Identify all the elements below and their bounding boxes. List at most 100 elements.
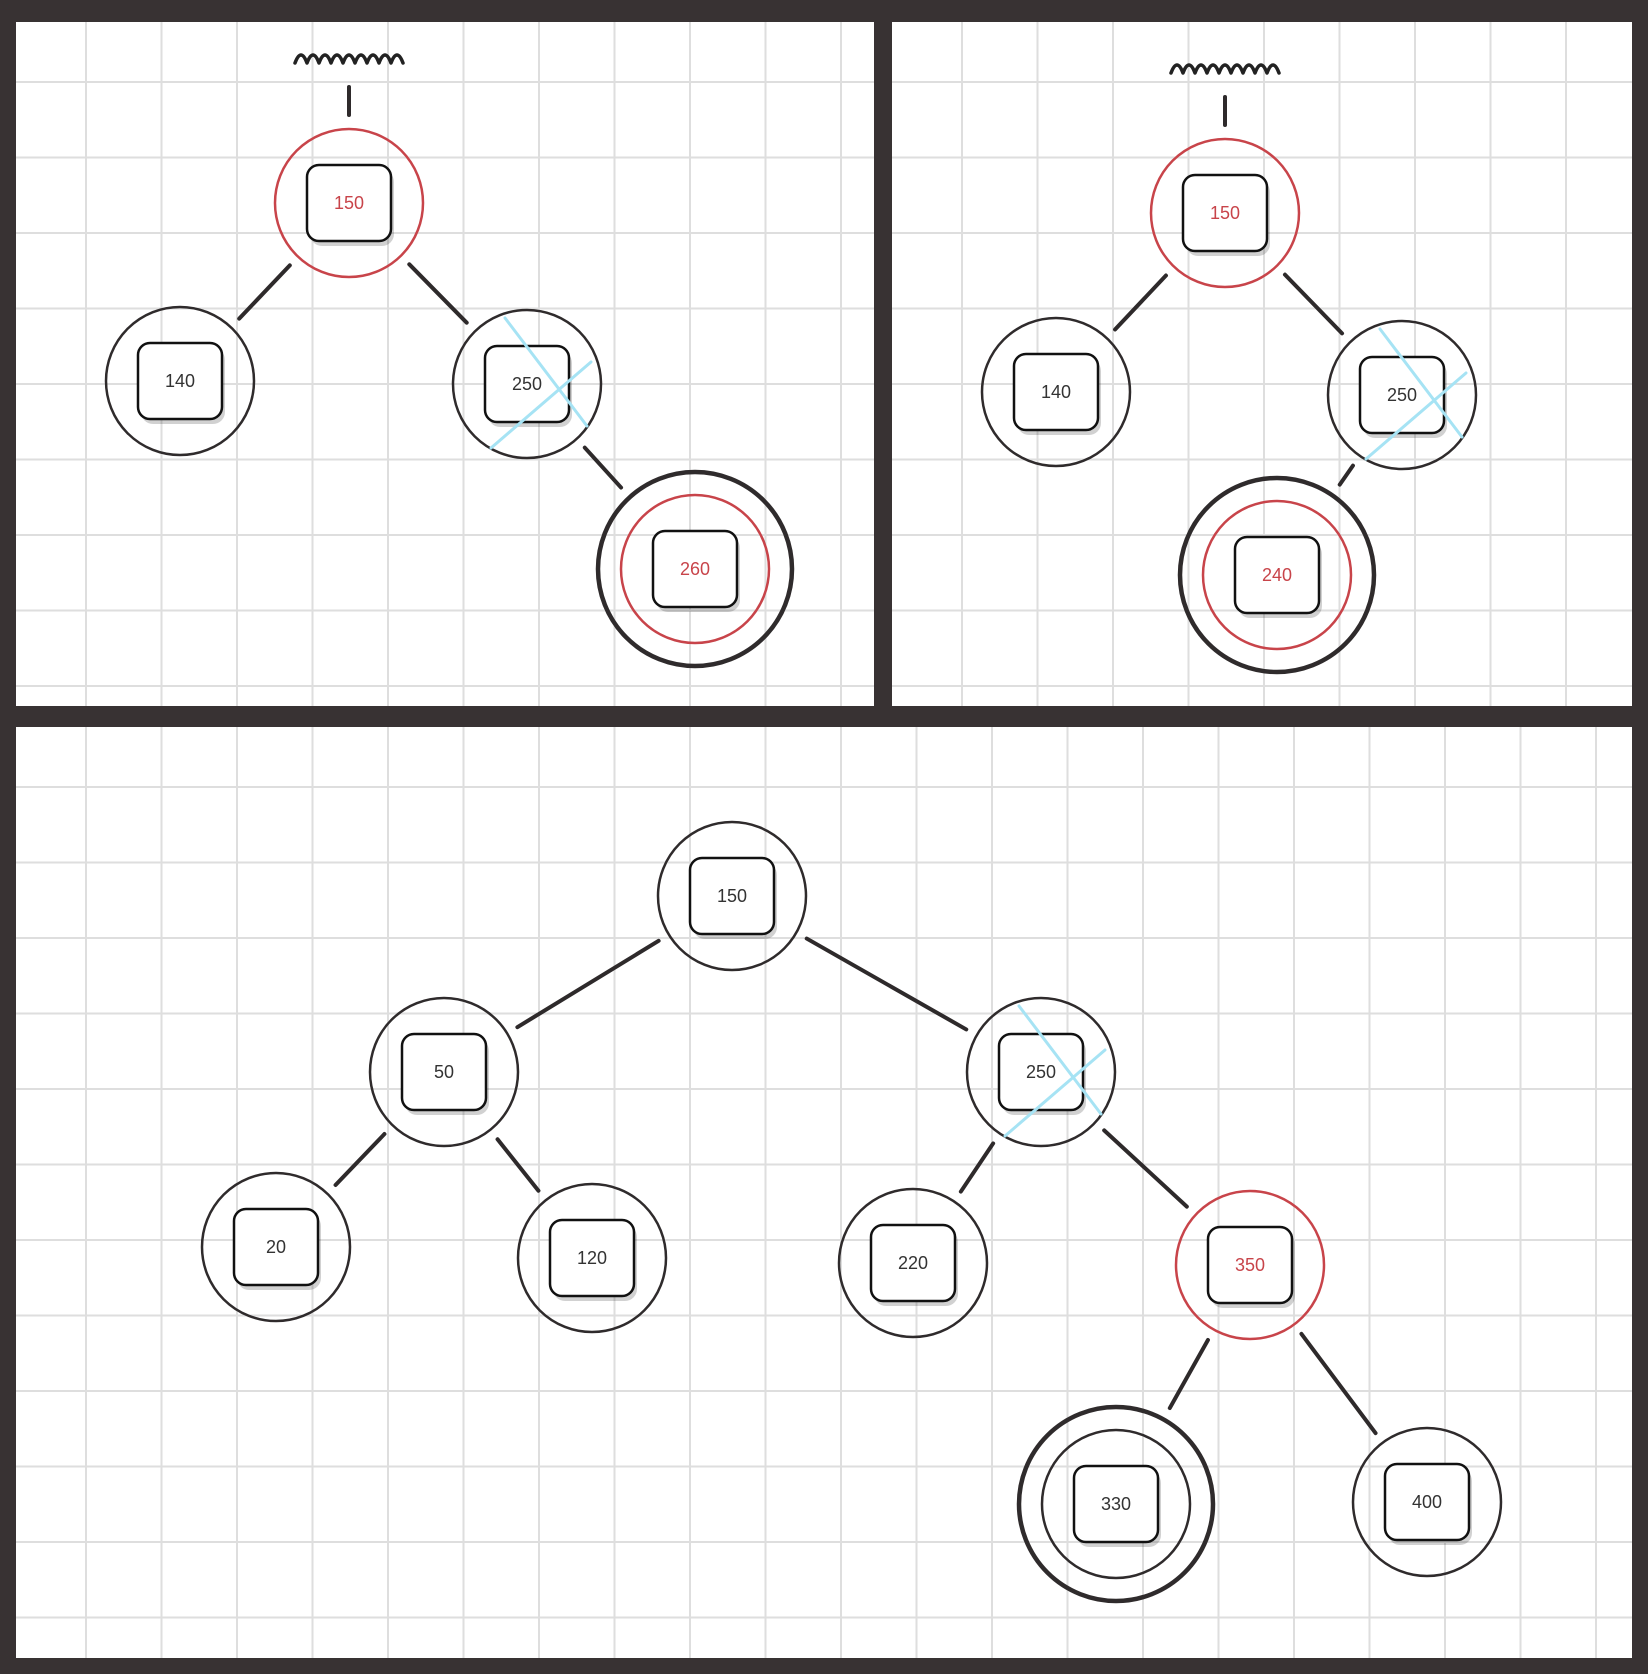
node-box bbox=[1012, 352, 1100, 432]
node-ring bbox=[1351, 1426, 1503, 1578]
panel-top-right-tree: 150 140 250 240 bbox=[892, 22, 1632, 706]
node-box bbox=[651, 529, 739, 609]
tree-edge bbox=[582, 445, 624, 490]
node-ring bbox=[1174, 1189, 1326, 1341]
tree-edge bbox=[1299, 1331, 1378, 1436]
strike-cross-mark bbox=[489, 316, 593, 450]
tree-node-250: 250 bbox=[451, 308, 603, 460]
node-value: 400 bbox=[1412, 1492, 1442, 1512]
node-value: 240 bbox=[1262, 565, 1292, 585]
node-box bbox=[1072, 1464, 1160, 1544]
node-box bbox=[1206, 1225, 1294, 1305]
node-ring bbox=[104, 305, 256, 457]
tree-node-250: 250 bbox=[965, 996, 1117, 1148]
strike-line bbox=[1364, 371, 1468, 461]
node-box bbox=[688, 856, 776, 936]
strike-cross-mark bbox=[1364, 327, 1468, 461]
node-box bbox=[869, 1223, 957, 1303]
node-ring bbox=[1326, 319, 1478, 471]
tree-edge bbox=[1102, 1128, 1189, 1209]
tree-edge bbox=[515, 938, 661, 1030]
node-ring bbox=[837, 1187, 989, 1339]
node-value: 250 bbox=[1026, 1062, 1056, 1082]
node-box bbox=[1181, 173, 1269, 253]
tree-node-150: 150 bbox=[1149, 63, 1301, 289]
tree-edge bbox=[407, 262, 469, 325]
tree-node-150: 150 bbox=[273, 53, 425, 279]
node-value: 220 bbox=[898, 1253, 928, 1273]
panel-top-left-tree: 150 140 250 260 bbox=[16, 22, 874, 706]
tree-edge bbox=[237, 263, 292, 321]
root-squiggle-mark bbox=[293, 53, 405, 65]
node-box bbox=[1233, 535, 1321, 615]
node-ring bbox=[980, 316, 1132, 468]
tree-node-150: 150 bbox=[656, 820, 808, 972]
root-squiggle-mark bbox=[1169, 63, 1281, 75]
tree-edge bbox=[495, 1137, 541, 1193]
panel-background bbox=[16, 727, 1632, 1658]
strike-line bbox=[489, 360, 593, 450]
tree-edge bbox=[958, 1141, 996, 1194]
node-value: 350 bbox=[1235, 1255, 1265, 1275]
tree-node-220: 220 bbox=[837, 1187, 989, 1339]
node-ring bbox=[619, 493, 771, 645]
node-value: 150 bbox=[717, 886, 747, 906]
grid bbox=[16, 22, 874, 706]
strike-cross-mark bbox=[1003, 1004, 1107, 1138]
node-outer-ring bbox=[595, 469, 795, 669]
node-ring bbox=[273, 127, 425, 279]
node-value: 120 bbox=[577, 1248, 607, 1268]
tree-edge bbox=[1167, 1338, 1210, 1411]
node-value: 150 bbox=[1210, 203, 1240, 223]
strike-line bbox=[1017, 1004, 1103, 1116]
node-value: 250 bbox=[512, 374, 542, 394]
node-ring bbox=[368, 996, 520, 1148]
strike-line bbox=[503, 316, 589, 428]
node-outer-ring bbox=[1177, 475, 1377, 675]
grid bbox=[16, 727, 1632, 1658]
node-ring bbox=[200, 1171, 352, 1323]
node-value: 260 bbox=[680, 559, 710, 579]
node-ring bbox=[1149, 137, 1301, 289]
tree-node-330: 330 bbox=[1016, 1404, 1216, 1604]
tree-edge bbox=[804, 936, 969, 1032]
tree-node-140: 140 bbox=[104, 305, 256, 457]
tree-node-50: 50 bbox=[368, 996, 520, 1148]
node-box bbox=[548, 1218, 636, 1298]
tree-edge bbox=[1337, 463, 1355, 487]
tree-node-20: 20 bbox=[200, 1171, 352, 1323]
tree-node-250: 250 bbox=[1326, 319, 1478, 471]
tree-node-350: 350 bbox=[1174, 1189, 1326, 1341]
node-ring bbox=[1040, 1428, 1192, 1580]
node-outer-ring bbox=[1016, 1404, 1216, 1604]
node-value: 20 bbox=[266, 1237, 286, 1257]
node-ring bbox=[1201, 499, 1353, 651]
node-value: 140 bbox=[1041, 382, 1071, 402]
node-value: 330 bbox=[1101, 1494, 1131, 1514]
node-ring bbox=[451, 308, 603, 460]
tree-edge bbox=[1113, 273, 1168, 332]
tree-edge bbox=[333, 1132, 387, 1187]
tree-node-140: 140 bbox=[980, 316, 1132, 468]
tree-edge bbox=[1282, 272, 1345, 336]
node-ring bbox=[965, 996, 1117, 1148]
panel-bottom-tree: 150 50 250 20 120 220 350 330 400 bbox=[16, 727, 1632, 1658]
node-value: 140 bbox=[165, 371, 195, 391]
node-box bbox=[232, 1207, 320, 1287]
node-value: 50 bbox=[434, 1062, 454, 1082]
node-box bbox=[305, 163, 393, 243]
tree-node-400: 400 bbox=[1351, 1426, 1503, 1578]
tree-node-240: 240 bbox=[1177, 475, 1377, 675]
tree-node-260: 260 bbox=[595, 469, 795, 669]
node-box bbox=[136, 341, 224, 421]
node-ring bbox=[656, 820, 808, 972]
tree-node-120: 120 bbox=[516, 1182, 668, 1334]
node-value: 250 bbox=[1387, 385, 1417, 405]
node-box bbox=[400, 1032, 488, 1112]
grid bbox=[892, 22, 1632, 706]
node-ring bbox=[516, 1182, 668, 1334]
node-value: 150 bbox=[334, 193, 364, 213]
node-box bbox=[1383, 1462, 1471, 1542]
strike-line bbox=[1378, 327, 1464, 439]
